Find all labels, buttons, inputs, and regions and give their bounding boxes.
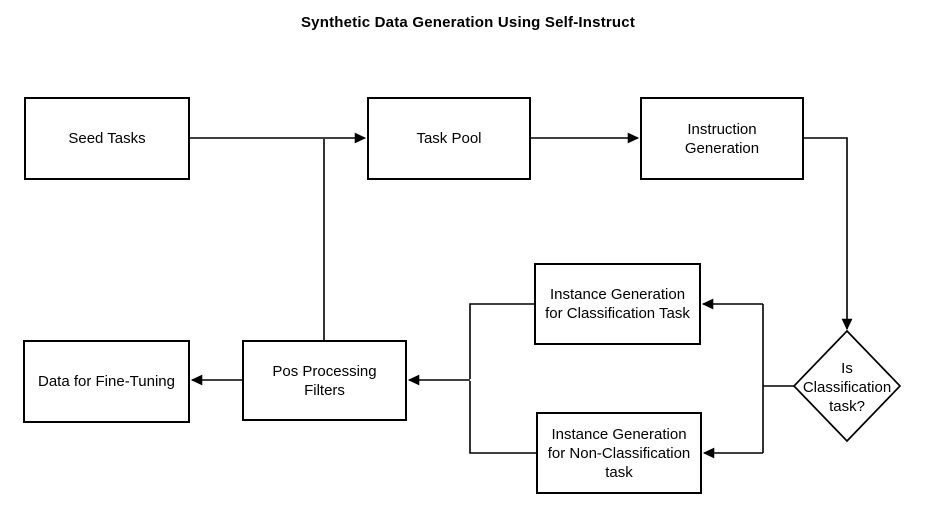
node-is-classification-task: Is Classification task? [782,357,912,417]
connector-non-classification-to-merge [469,381,536,454]
diagram-title: Synthetic Data Generation Using Self-Ins… [300,14,636,31]
node-task-pool: Task Pool [367,97,531,180]
node-instance-generation-non-classification-label: Instance Generation for Non-Classificati… [547,425,691,481]
node-task-pool-label: Task Pool [416,130,482,147]
node-pos-processing-filters-label: Pos Processing Filters [272,362,377,399]
node-data-for-fine-tuning: Data for Fine-Tuning [23,340,190,423]
node-seed-tasks: Seed Tasks [24,97,190,180]
decision-diamond-shape [792,329,902,443]
node-instance-generation-non-classification: Instance Generation for Non-Classificati… [536,412,702,494]
node-instance-generation-classification-label: Instance Generation for Classification T… [545,286,690,322]
node-seed-tasks-label: Seed Tasks [68,130,146,147]
connector-classification-to-merge [469,303,534,379]
node-instance-generation-classification: Instance Generation for Classification T… [534,263,701,345]
node-instruction-generation-label: Instruction Generation [684,120,760,157]
node-instruction-generation: Instruction Generation [640,97,804,180]
node-is-classification-task-label: Is Classification task? [802,359,892,415]
node-pos-processing-filters: Pos Processing Filters [242,340,407,421]
node-data-for-fine-tuning-label: Data for Fine-Tuning [37,373,175,390]
connector-instruction-to-decision [804,137,853,331]
